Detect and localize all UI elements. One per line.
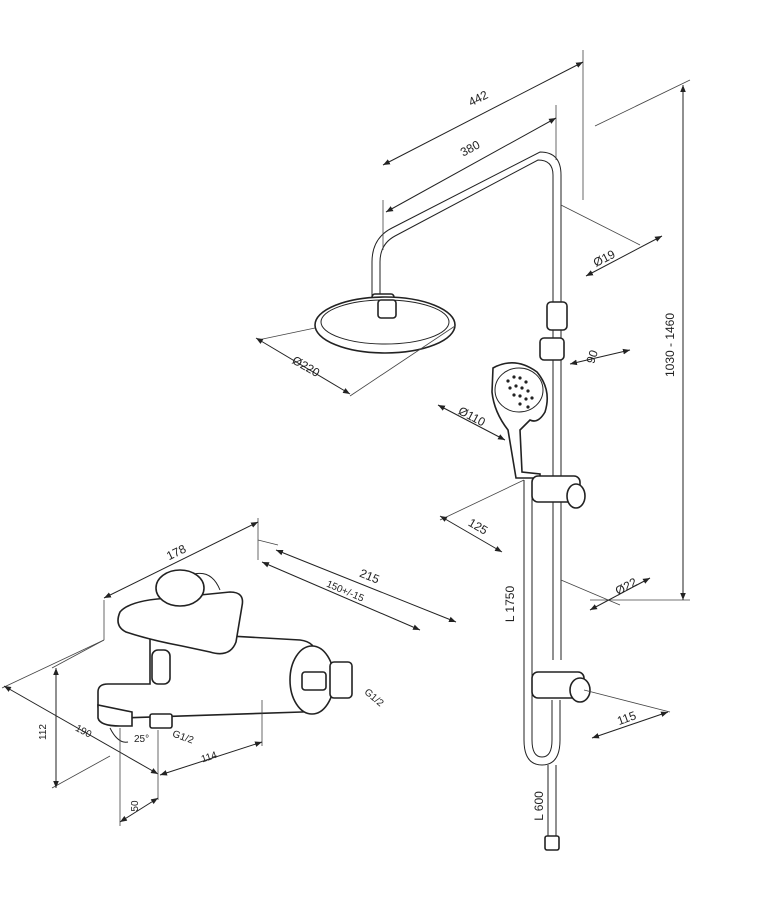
overhead-arm-outer (379, 159, 554, 296)
dim-150: 150+/-15 (261, 561, 421, 631)
dim-d22: Ø22 (560, 575, 651, 611)
label-25deg: 25° (134, 734, 149, 745)
label-112: 112 (38, 724, 49, 740)
label-1030-1460: 1030 - 1460 (663, 313, 677, 377)
hose-tail (547, 765, 557, 838)
label-g12-wall: G1/2 (362, 687, 386, 710)
hand-shower (491, 362, 548, 479)
outlet-thread (149, 713, 173, 729)
label-d110: Ø110 (456, 404, 488, 430)
label-114: 114 (200, 750, 219, 766)
label-125: 125 (466, 515, 491, 537)
dim-1030-1460: 1030 - 1460 (590, 79, 691, 601)
rain-shower-head (314, 296, 456, 354)
slide-holder-knob (566, 483, 586, 509)
label-d220: Ø220 (290, 353, 323, 380)
overhead-arm-inner (371, 151, 562, 296)
angle-arc (109, 727, 129, 743)
upper-clamp (546, 301, 568, 331)
dim-90: 90 (569, 348, 631, 365)
dim-215: 215 (257, 539, 457, 623)
dim-50: 50 (119, 728, 159, 826)
label-l1750: L 1750 (503, 586, 517, 623)
dim-125: 125 (439, 479, 525, 553)
holder-upper (539, 337, 565, 361)
mixer-inlet (301, 671, 327, 691)
hose-outer (523, 480, 561, 766)
diverter-knob (151, 649, 171, 685)
label-l600: L 600 (532, 791, 546, 821)
lower-bracket-knob (569, 677, 591, 703)
riser-pipe (552, 175, 562, 660)
label-g12-outlet: G1/2 (171, 729, 196, 747)
bath-mixer (97, 569, 353, 729)
hose-inner (531, 480, 553, 758)
label-d22: Ø22 (613, 575, 640, 598)
label-190: 190 (73, 723, 93, 741)
label-380: 380 (458, 137, 483, 159)
label-50: 50 (130, 800, 141, 812)
head-nut (377, 299, 397, 319)
label-178: 178 (164, 542, 188, 564)
dim-115: 115 (583, 689, 671, 739)
label-90: 90 (583, 348, 601, 365)
cartridge-ring (155, 569, 205, 607)
hose-nut (544, 835, 560, 851)
eccentric-fitting (329, 661, 353, 699)
label-442: 442 (466, 88, 490, 110)
dim-d19: Ø19 (560, 204, 663, 277)
shower-column (314, 151, 591, 851)
dim-114: 114 (157, 700, 263, 800)
dim-d110: Ø110 (437, 404, 506, 441)
label-115: 115 (615, 708, 638, 728)
